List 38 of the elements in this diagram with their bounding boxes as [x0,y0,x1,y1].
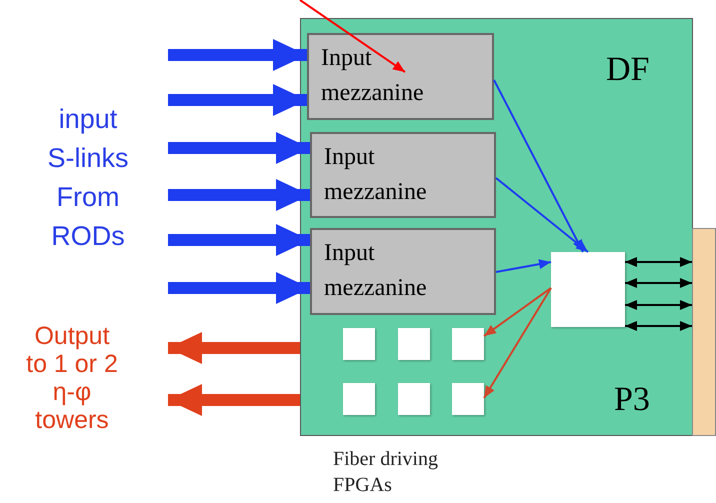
chip-square [452,328,484,360]
chip-square [551,252,625,327]
side-label: Output to 1 or 2 η-φ towers [25,322,119,434]
box-label: Input mezzanine [324,143,428,207]
arrow [493,80,584,252]
side-label: input S-links From RODs [46,103,130,253]
box-label: Input mezzanine [324,239,428,303]
arrow [168,224,310,256]
arrow [168,84,307,116]
chip-square [452,383,484,415]
caption: Fiber driving FPGAs [333,447,439,498]
double-arrow [625,257,692,267]
circuit-board [300,18,693,436]
arrow [168,384,300,416]
arrow [168,39,307,71]
arrow [168,179,310,211]
arrow [483,287,552,337]
board-label: DF [606,53,650,87]
chip-square [398,328,430,360]
double-arrow [625,321,692,331]
arrow [168,272,310,304]
double-arrow [625,300,692,310]
arrow [496,259,552,273]
arrow [168,132,310,164]
mezzanine-box [307,33,494,120]
box-label: Input mezzanine [321,44,425,108]
chip-square [343,383,375,415]
arrow [495,177,589,253]
board-label: P3 [614,383,650,417]
mezzanine-box [310,228,496,315]
arrow [168,332,300,364]
mezzanine-box [310,132,496,218]
double-arrow [625,278,692,288]
arrow [483,287,552,399]
chip-square [343,328,375,360]
chip-square [398,383,430,415]
connector-strip [692,228,716,436]
arrow [299,0,406,73]
